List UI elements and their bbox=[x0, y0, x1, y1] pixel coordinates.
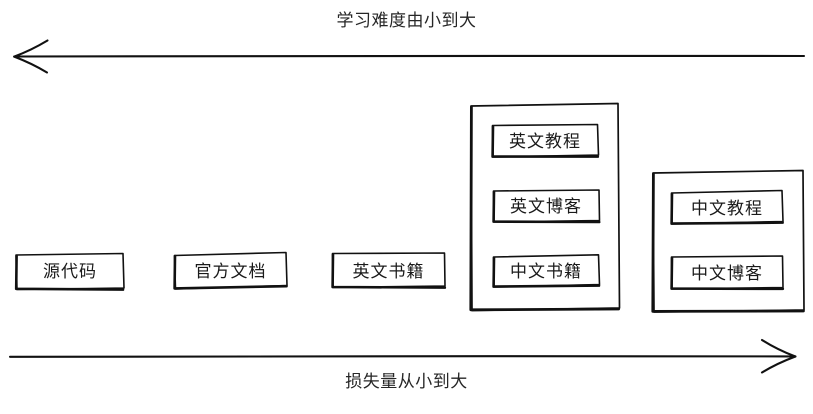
node-label: 英文教程 bbox=[509, 132, 581, 151]
node-source-code[interactable]: 源代码 bbox=[14, 252, 126, 291]
top-axis-label: 学习难度由小到大 bbox=[336, 11, 477, 30]
node-chinese-tutorial[interactable]: 中文教程 bbox=[669, 189, 785, 227]
node-label: 官方文档 bbox=[194, 261, 267, 281]
bottom-axis-label: 损失量从小到大 bbox=[345, 372, 468, 391]
node-label: 英文博客 bbox=[510, 197, 582, 216]
node-label: 英文书籍 bbox=[352, 261, 425, 281]
node-label: 中文书籍 bbox=[510, 262, 582, 281]
node-label: 中文教程 bbox=[691, 198, 763, 218]
node-label: 中文博客 bbox=[691, 263, 763, 283]
node-official-docs[interactable]: 官方文档 bbox=[172, 251, 289, 291]
node-label: 源代码 bbox=[43, 262, 97, 281]
